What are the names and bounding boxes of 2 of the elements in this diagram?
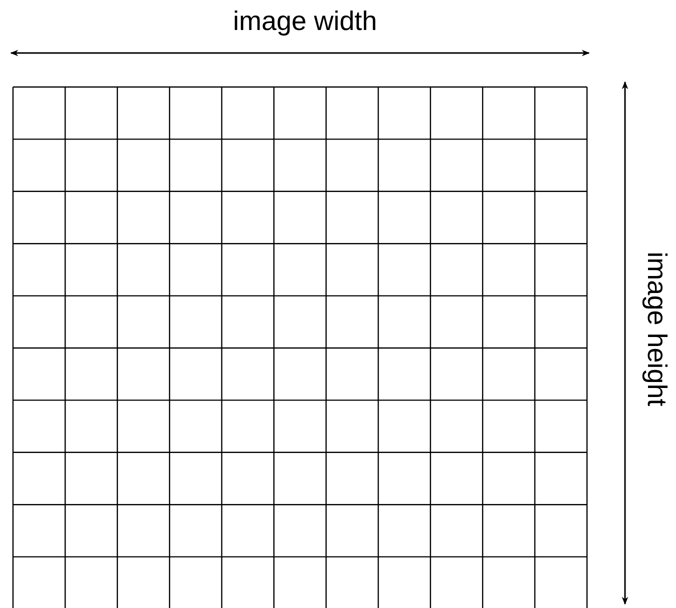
dimension-label: image width xyxy=(232,6,378,36)
dimension-label: image height xyxy=(642,252,672,406)
